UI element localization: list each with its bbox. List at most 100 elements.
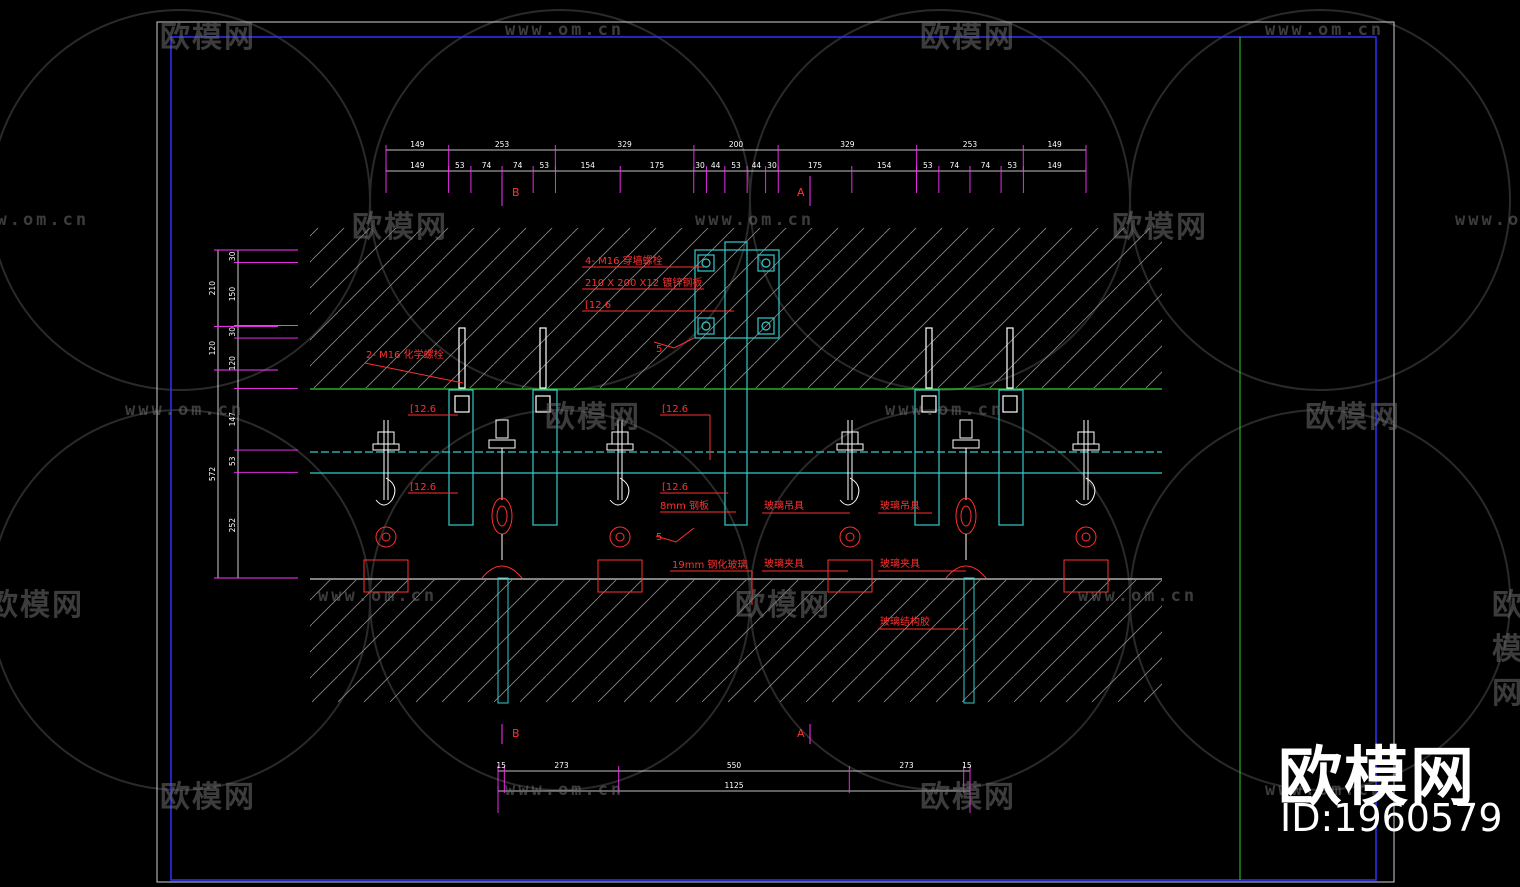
top-dim-row1-text: 149 <box>1047 140 1062 149</box>
top-dim-row2-text: 175 <box>808 161 823 170</box>
label-chemical-bolt: 2- M16 化学螺栓 <box>366 348 444 361</box>
label-channel-left1: [12.6 <box>410 404 436 415</box>
label-channel-top: [12.6 <box>585 300 611 311</box>
glass-hook-hanger <box>363 420 409 593</box>
section-cut-lines <box>501 176 811 744</box>
inner-frame <box>170 36 1377 881</box>
watermark-url: www.om.cn <box>1265 20 1385 40</box>
brand-id-text: ID:1960579 <box>1280 796 1503 840</box>
label-channel-left2: [12.6 <box>410 482 436 493</box>
label-hanger-2: 玻璃吊具 <box>880 499 920 512</box>
glass-hangers <box>363 419 1109 593</box>
watermark-logo: 欧模网 <box>0 588 84 623</box>
watermark-logo: 欧模网 <box>920 20 1016 55</box>
glass-hook-hanger <box>597 420 643 593</box>
label-steel-8mm: 8mm 钢板 <box>660 499 709 512</box>
watermark-url: www.om.cn <box>885 400 1005 420</box>
watermark-url: www.om.cn <box>318 586 438 606</box>
left-dim-outer-text: 120 <box>208 341 217 356</box>
leader-lines <box>364 266 968 630</box>
watermark-logo: 欧模网 <box>1492 588 1520 711</box>
watermark-url: www.om.cn <box>125 400 245 420</box>
top-dim-row1-text: 253 <box>963 140 978 149</box>
watermark-url: www.om.cn <box>0 210 90 230</box>
top-dim-row1-text: 329 <box>840 140 855 149</box>
label-hanger-1: 玻璃吊具 <box>764 499 804 512</box>
floor-hatch <box>310 580 1162 702</box>
top-dim-row2-text: 53 <box>540 161 550 170</box>
top-dim-row2-text: 149 <box>410 161 425 170</box>
label-through-bolts: 4- M16 穿墙螺栓 <box>585 254 663 267</box>
left-dim-inner-text: 252 <box>228 518 237 533</box>
embedded-steel-plate <box>694 249 780 339</box>
left-dim-inner-text: 150 <box>228 287 237 302</box>
top-dim-row2-text: 74 <box>950 161 960 170</box>
glass-clamp-hanger <box>481 419 523 579</box>
watermark-logo: 欧模网 <box>1112 210 1208 245</box>
center-steel-column <box>724 241 748 526</box>
watermark-logo: 欧模网 <box>160 780 256 815</box>
label-steel-plate: 210 X 200 X12 镀锌钢板 <box>585 276 702 289</box>
left-dim-outer-text: 572 <box>208 467 217 482</box>
brand-logo-text: 欧模网 <box>1278 741 1476 815</box>
label-weld-low: 5 <box>656 532 662 543</box>
top-dim-row2-text: 53 <box>923 161 933 170</box>
top-dim-row2-text: 53 <box>455 161 465 170</box>
top-dim-row2-text: 44 <box>711 161 721 170</box>
watermark-logo: 欧模网 <box>1305 400 1401 435</box>
glass-clamp-hanger <box>945 419 987 579</box>
watermark-logo: 欧模网 <box>352 210 448 245</box>
left-dim-inner-text: 147 <box>228 412 237 427</box>
top-dim-row2-text: 30 <box>767 161 777 170</box>
label-structural-adhesive: 玻璃结构胶 <box>880 615 930 628</box>
glass-hook-hanger <box>1063 420 1109 593</box>
section-mark-a-top: A <box>797 186 805 199</box>
top-dim-row2-text: 53 <box>731 161 741 170</box>
ceiling-hatch <box>310 228 1162 388</box>
left-dim-outer-text: 210 <box>208 281 217 296</box>
bottom-dim-row1-text: 273 <box>899 761 914 770</box>
label-weld-top: 5 <box>656 344 662 355</box>
channel-steels <box>448 389 1024 526</box>
dimension-ticks <box>214 145 1087 813</box>
watermark-logo: 欧模网 <box>545 400 641 435</box>
label-channel-low: [12.6 <box>662 482 688 493</box>
glass-hook-hanger <box>827 420 873 593</box>
top-dim-row2-text: 30 <box>695 161 705 170</box>
callout-labels: 4- M16 穿墙螺栓 210 X 200 X12 镀锌钢板 [12.6 5 2… <box>366 254 930 628</box>
through-bolts <box>697 254 775 335</box>
left-dim-inner-text: 30 <box>228 327 237 337</box>
watermark-url: www.om.cn <box>1455 210 1520 230</box>
top-dim-row2-text: 154 <box>581 161 596 170</box>
top-dim-row2-text: 175 <box>650 161 665 170</box>
bottom-dim-row1-text: 273 <box>554 761 569 770</box>
top-dim-row1-text: 329 <box>617 140 632 149</box>
dimension-lines <box>217 149 1086 792</box>
top-dim-row2-text: 53 <box>1007 161 1017 170</box>
left-dim-inner-text: 120 <box>228 356 237 371</box>
dimension-texts: 149 253 329 200 329 253 149 149 53 74 74 53 154 175 30… <box>208 140 1062 790</box>
top-dim-row1-text: 253 <box>495 140 510 149</box>
label-clamp-1: 玻璃夹具 <box>764 557 804 570</box>
label-clamp-2: 玻璃夹具 <box>880 557 920 570</box>
top-dim-row1-text: 200 <box>729 140 744 149</box>
section-mark-a-bottom: A <box>797 727 805 740</box>
watermark-url: www.om.cn <box>1265 780 1385 800</box>
left-dim-inner-text: 53 <box>228 456 237 466</box>
bottom-dim-row1-text: 15 <box>496 761 506 770</box>
watermark-logo: 欧模网 <box>160 20 256 55</box>
watermark-logo: 欧模网 <box>920 780 1016 815</box>
top-dim-row2-text: 74 <box>981 161 991 170</box>
label-glass-19mm: 19mm 钢化玻璃 <box>672 558 747 571</box>
watermark-url: www.om.cn <box>505 780 625 800</box>
top-dim-row2-text: 154 <box>877 161 892 170</box>
label-channel-mid: [12.6 <box>662 404 688 415</box>
bottom-dim-row1-text: 550 <box>727 761 742 770</box>
top-dim-row2-text: 74 <box>482 161 492 170</box>
bottom-dim-row2-text: 1125 <box>724 781 743 790</box>
watermark-logo: 欧模网 <box>735 588 831 623</box>
chemical-anchor-bolts <box>454 327 1018 413</box>
top-dim-row2-text: 149 <box>1048 161 1063 170</box>
